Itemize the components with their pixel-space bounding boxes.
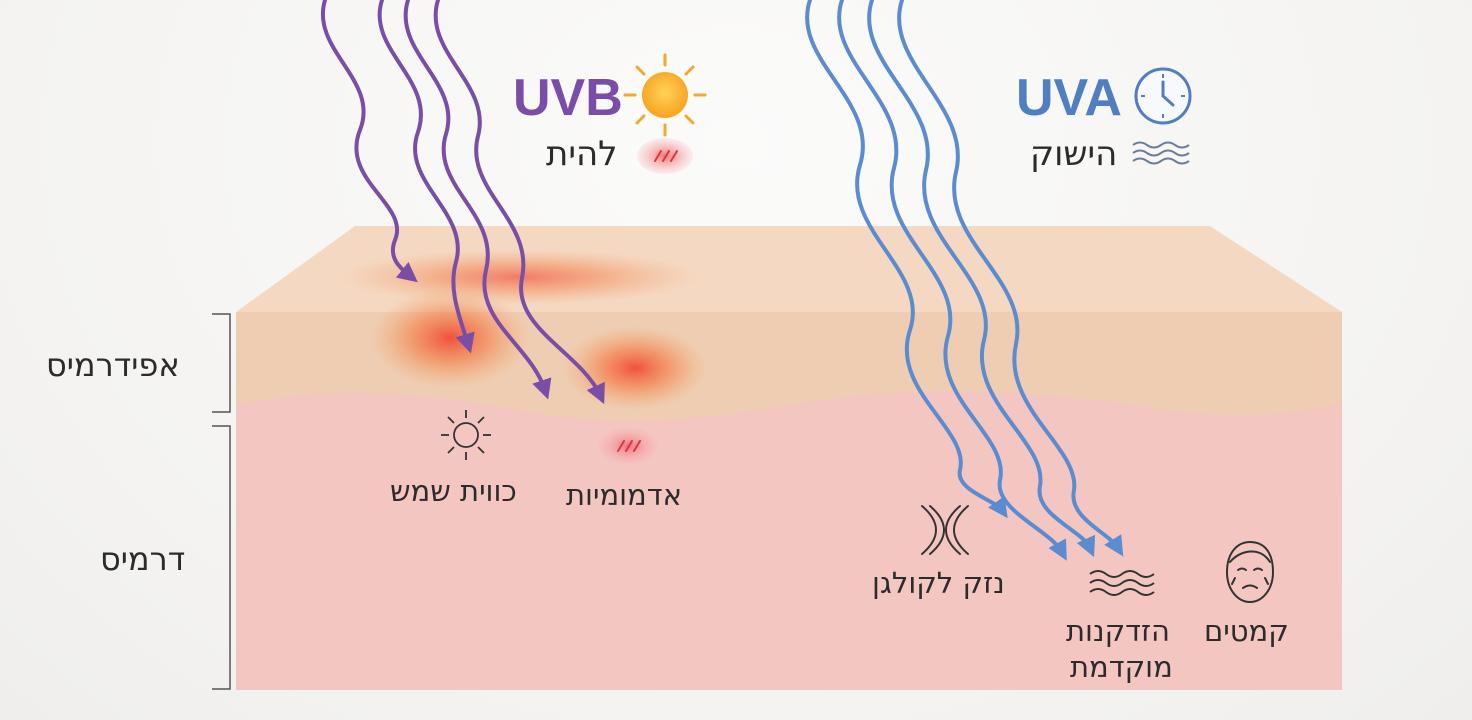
waves-icon [1132,141,1190,165]
redness-label: אדמומיות [566,478,682,512]
collagen-damage-label: נזק לקולגן [872,566,1005,600]
uvb-ray [321,0,418,283]
uva-ray [837,0,1067,561]
dermis-bracket [212,425,231,690]
redness-icon [637,138,693,174]
uvb-ray [377,0,475,354]
sun-icon [623,53,707,137]
burn-glow-right [563,326,707,410]
dermis-layer [236,391,1342,690]
sun-outline-icon [441,410,491,460]
uva-title: UVA [1016,69,1122,127]
uva-subtitle: הישוק [1030,134,1118,174]
uvb-title: UVB [513,69,623,127]
redness-icon [598,427,658,465]
wrinkles-label: קמטים [1204,614,1289,648]
uvb-ray [403,0,552,400]
waves-icon [1089,570,1155,596]
clock-icon [1134,67,1192,125]
face-icon [1225,540,1275,604]
uva-ray [897,0,1124,557]
uvb-ray [433,0,605,405]
sunburn-label: כווית שמש [390,474,517,508]
epidermis-label: אפידרמיס [46,346,180,384]
dermis-label: דרמיס [100,540,186,578]
premature-aging-label-2: מוקדמת [1070,650,1173,684]
epidermis-bracket [212,313,231,413]
burn-glow-left [370,288,530,388]
uvb-subtitle: להית [546,134,618,174]
uva-ray [805,0,1008,519]
uva-ray [867,0,1096,558]
premature-aging-label-1: הזדקנות [1066,614,1170,648]
collagen-icon [921,505,969,555]
